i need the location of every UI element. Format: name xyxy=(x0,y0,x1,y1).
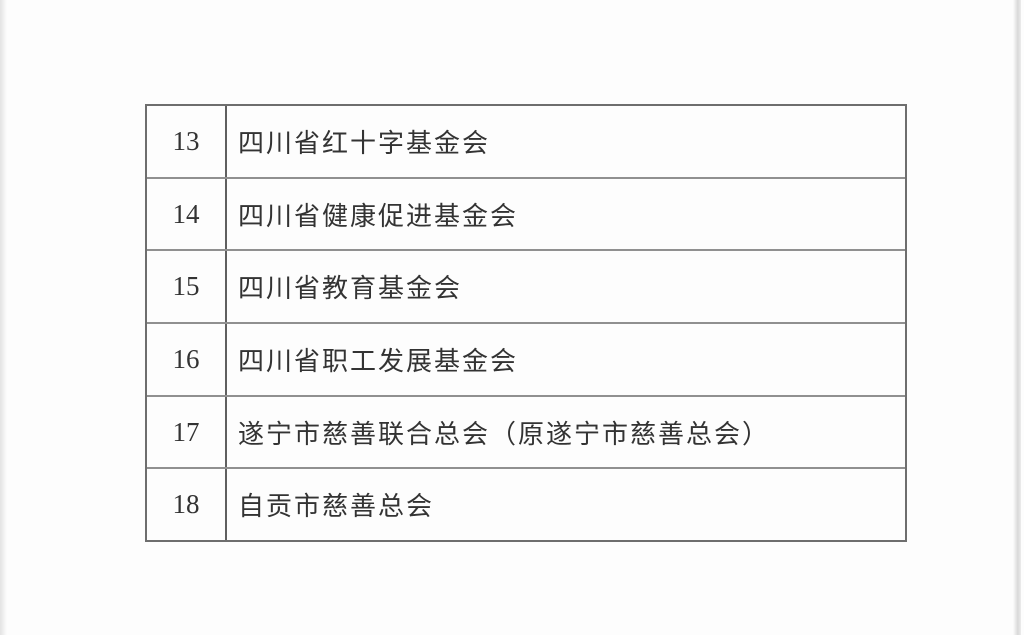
organization-name-cell: 四川省健康促进基金会 xyxy=(238,201,519,231)
row-number-cell: 18 xyxy=(147,469,227,541)
table-row: 17 遂宁市慈善联合总会（原遂宁市慈善总会） xyxy=(147,394,905,468)
page-edge-shadow-right xyxy=(1013,0,1021,635)
organization-name-cell: 遂宁市慈善联合总会（原遂宁市慈善总会） xyxy=(238,419,771,449)
row-number-cell: 13 xyxy=(147,106,227,177)
row-number-cell: 15 xyxy=(147,251,227,323)
organization-name-cell: 四川省职工发展基金会 xyxy=(238,346,519,376)
page-edge-shadow-left xyxy=(0,0,7,635)
organizations-table: 13 四川省红十字基金会 14 四川省健康促进基金会 15 四川省教育基金会 1… xyxy=(145,104,907,542)
row-number-cell: 16 xyxy=(147,324,227,395)
table-row: 16 四川省职工发展基金会 xyxy=(147,322,905,395)
organization-name-cell: 自贡市慈善总会 xyxy=(238,492,435,522)
row-number-cell: 17 xyxy=(147,396,227,468)
organization-name-cell: 四川省教育基金会 xyxy=(238,274,463,304)
table-row: 13 四川省红十字基金会 xyxy=(147,106,905,177)
table-row: 14 四川省健康促进基金会 xyxy=(147,176,905,250)
table-row: 18 自贡市慈善总会 xyxy=(147,467,905,541)
table-row: 15 四川省教育基金会 xyxy=(147,249,905,323)
row-number-cell: 14 xyxy=(147,178,227,250)
organization-name-cell: 四川省红十字基金会 xyxy=(238,128,491,158)
